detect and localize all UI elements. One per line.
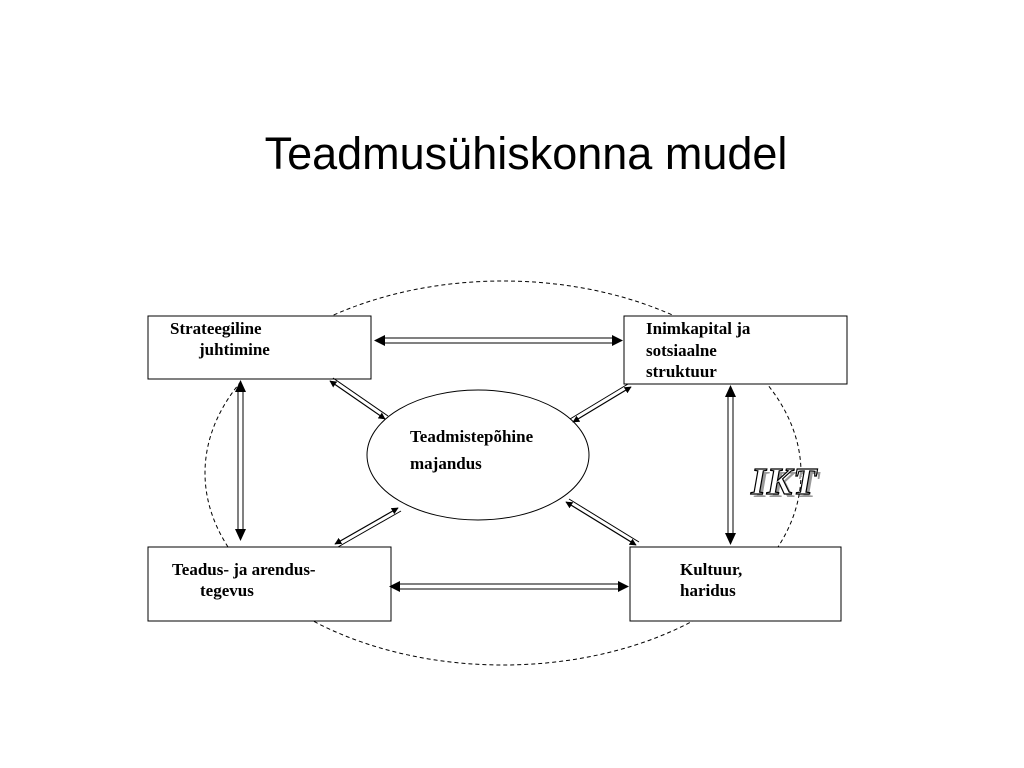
center-ellipse (366, 389, 590, 521)
human-capital-box (623, 315, 848, 385)
culture-label-line2: haridus (680, 581, 736, 600)
strategic-box (147, 315, 372, 380)
arrow-strategic-human-capital (374, 335, 623, 346)
arrow-culture-center (565, 498, 640, 546)
center-label-line2: majandus (410, 454, 482, 473)
arrow-strategic-center (329, 377, 389, 420)
center-label-line1: Teadmistepõhine (410, 427, 534, 446)
ikt-label: IKT (750, 460, 818, 503)
human-capital-label-line1: Inimkapital ja (646, 319, 751, 338)
research-label-line1: Teadus- ja arendus- (172, 560, 316, 579)
arrow-research-culture (389, 581, 629, 592)
slide-title: Teadmusühiskonna mudel (264, 128, 788, 179)
arrow-strategic-research (235, 380, 246, 541)
strategic-label-line1: Strateegiline (170, 319, 262, 338)
research-box (147, 546, 392, 622)
research-label-line2: tegevus (200, 581, 254, 600)
human-capital-label-line3: struktuur (646, 362, 717, 381)
ikt-boundary-ellipse (204, 280, 802, 666)
human-capital-label-line2: sotsiaalne (646, 341, 717, 360)
arrow-research-center (334, 507, 402, 548)
culture-label-line1: Kultuur, (680, 560, 743, 579)
strategic-label-line2: juhtimine (199, 340, 270, 359)
arrow-human-capital-center (569, 383, 632, 423)
arrow-human-capital-culture (725, 385, 736, 545)
culture-box (629, 546, 842, 622)
